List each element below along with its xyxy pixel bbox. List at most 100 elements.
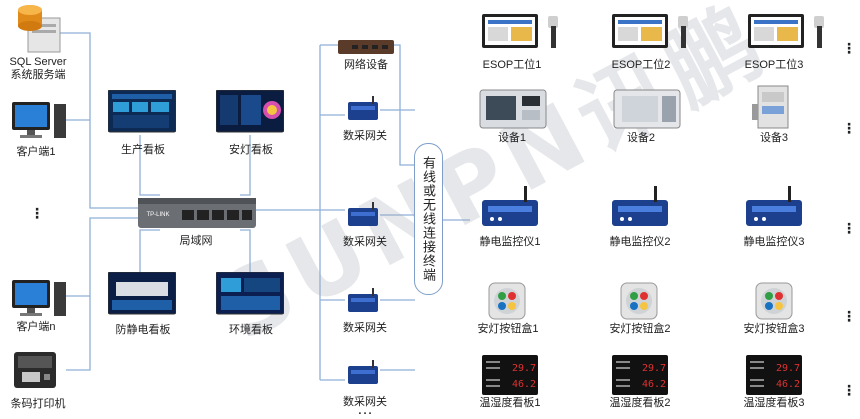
client-pc-1 (10, 100, 68, 147)
printer-icon (14, 352, 56, 388)
server-label-line2: 系统服务端 (10, 69, 66, 81)
temp-humidity-display-icon: 29.7 46.2 (746, 355, 802, 395)
wireless-connection-box: 有线或无线连接终端 (414, 143, 443, 295)
gateway-2 (346, 202, 380, 233)
right-ellipsis-3: ⋮ (842, 220, 858, 236)
andon-box-2-label: 安灯按钮盒2 (609, 323, 671, 335)
gateway-icon (348, 360, 378, 384)
th-board-3-label: 温湿度看板3 (743, 397, 805, 409)
andon-box-3-label: 安灯按钮盒3 (743, 323, 805, 335)
th-board-2: 29.7 46.2 (612, 355, 668, 400)
cnc-machine-icon (613, 89, 681, 129)
gateway-1-label: 数采网关 (343, 130, 387, 142)
right-ellipsis-4: ⋮ (842, 308, 858, 324)
esop-terminal-icon (482, 14, 558, 48)
esd-monitor-2-label: 静电监控仪2 (609, 236, 671, 248)
esd-monitor-icon (482, 186, 538, 226)
right-ellipsis-1: ⋮ (842, 40, 858, 56)
th-board-2-label: 温湿度看板2 (609, 397, 671, 409)
gateway-3-label: 数采网关 (343, 322, 387, 334)
server-icon (18, 5, 61, 53)
board-label-production: 生产看板 (121, 144, 165, 156)
cnc-machine-icon (479, 89, 547, 129)
dashboard-screen-icon (215, 89, 285, 133)
esd-monitor-3 (746, 184, 806, 233)
right-ellipsis-2: ⋮ (842, 120, 858, 136)
gateway-icon (348, 96, 378, 120)
esop-3-label: ESOP工位3 (744, 59, 804, 71)
dashboard-screen-icon (107, 271, 177, 315)
dashboard-screen-icon (107, 89, 177, 133)
th-board-2-temp: 29.7 (642, 363, 666, 374)
temp-humidity-display-icon: 29.7 46.2 (482, 355, 538, 395)
desktop-pc-icon (12, 280, 66, 316)
esd-monitor-1-label: 静电监控仪1 (479, 236, 541, 248)
esop-terminal-icon (612, 14, 688, 48)
esop-2-label: ESOP工位2 (611, 59, 671, 71)
lan-switch (138, 196, 256, 237)
clients-ellipsis: ⋮ (30, 205, 46, 221)
switch-icon (138, 198, 256, 228)
gateway-icon (348, 288, 378, 312)
andon-board-screen (215, 89, 285, 139)
environment-board-screen (215, 271, 285, 321)
gateway-4 (346, 360, 380, 391)
gateway-ellipsis: ... (358, 405, 374, 417)
esop-1-label: ESOP工位1 (482, 59, 542, 71)
andon-box-1 (488, 282, 526, 325)
andon-box-2 (620, 282, 658, 325)
network-device-label: 网络设备 (344, 59, 388, 71)
switch-brand: TP-LINK (146, 212, 170, 218)
board-label-environment: 环境看板 (229, 324, 273, 336)
board-label-andon: 安灯看板 (229, 144, 273, 156)
th-board-1-hum: 46.2 (512, 379, 536, 390)
sql-server-node (14, 2, 62, 59)
esop-station-1 (482, 12, 572, 57)
temp-humidity-display-icon: 29.7 46.2 (612, 355, 668, 395)
client-pc-n (10, 278, 68, 325)
equipment-1 (478, 84, 548, 135)
th-board-1: 29.7 46.2 (482, 355, 538, 400)
esd-board-screen (107, 271, 177, 321)
desktop-pc-icon (12, 102, 66, 138)
esop-terminal-icon (748, 14, 824, 48)
equipment-2-label: 设备2 (626, 132, 656, 144)
barcode-printer (12, 348, 58, 395)
printer-label: 条码打印机 (10, 398, 66, 410)
equipment-2 (612, 84, 682, 135)
andon-button-box-icon (620, 282, 658, 320)
gateway-3 (346, 288, 380, 319)
equipment-3 (750, 84, 796, 135)
client-1-label: 客户端1 (16, 146, 56, 158)
esop-station-3 (748, 12, 838, 57)
esd-monitor-icon (746, 186, 802, 226)
andon-button-box-icon (755, 282, 793, 320)
esd-monitor-2 (612, 184, 672, 233)
esd-monitor-icon (612, 186, 668, 226)
gateway-2-label: 数采网关 (343, 236, 387, 248)
server-label-line1: SQL Server (9, 56, 67, 68)
th-board-3: 29.7 46.2 (746, 355, 802, 400)
th-board-3-hum: 46.2 (776, 379, 800, 390)
gateway-4-label: 数采网关 (343, 396, 387, 408)
esd-monitor-1 (482, 184, 542, 233)
th-board-2-hum: 46.2 (642, 379, 666, 390)
andon-box-1-label: 安灯按钮盒1 (477, 323, 539, 335)
th-board-3-temp: 29.7 (776, 363, 800, 374)
gateway-1 (346, 96, 380, 127)
equipment-3-label: 设备3 (759, 132, 789, 144)
equipment-1-label: 设备1 (497, 132, 527, 144)
dashboard-screen-icon (215, 271, 285, 315)
esop-station-2 (612, 12, 702, 57)
right-ellipsis-5: ⋮ (842, 382, 858, 398)
production-board-screen (107, 89, 177, 139)
andon-button-box-icon (488, 282, 526, 320)
client-n-label: 客户端n (16, 321, 56, 333)
th-board-1-label: 温湿度看板1 (479, 397, 541, 409)
andon-box-3 (755, 282, 793, 325)
wireless-connection-label: 有线或无线连接终端 (421, 156, 436, 282)
gateway-icon (348, 202, 378, 226)
press-machine-icon (752, 85, 789, 129)
network-device (338, 36, 394, 61)
